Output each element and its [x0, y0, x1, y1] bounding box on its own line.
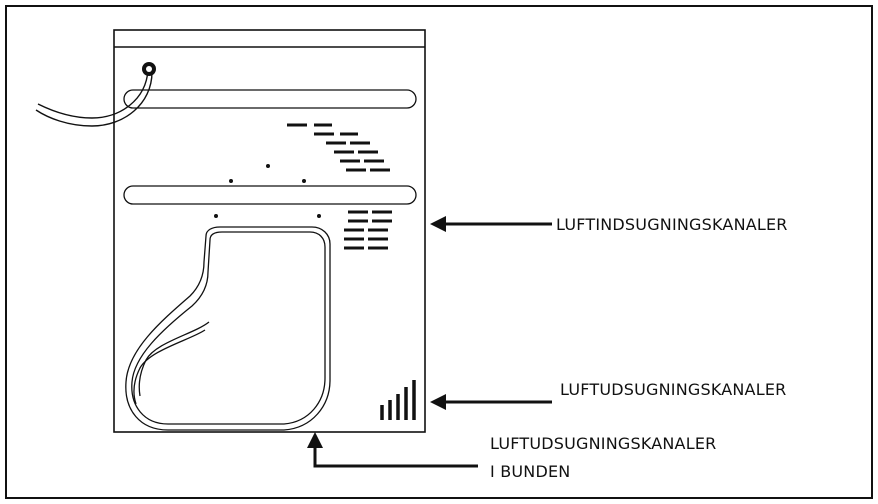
arrow-head — [307, 432, 323, 448]
screw-dot — [317, 214, 321, 218]
power-cord-line — [37, 69, 149, 119]
screw-dot — [214, 214, 218, 218]
bottom-exhaust-vents-label-line1: LUFTUDSUGNINGSKANALER — [490, 434, 716, 453]
exhaust-vent-bars — [380, 380, 416, 420]
side-exhaust-vents-label: LUFTUDSUGNINGSKANALER — [560, 380, 786, 399]
arrow-head — [430, 216, 446, 232]
diagram-frame — [5, 5, 873, 499]
arrow-head — [430, 394, 446, 410]
door-outline-mid — [131, 231, 326, 425]
door-outline-inner — [133, 329, 206, 405]
screw-dot — [229, 179, 233, 183]
arrow-shaft — [313, 446, 478, 468]
intake-vents-label: LUFTINDSUGNINGSKANALER — [556, 215, 788, 234]
upper-vent-grille — [287, 123, 390, 172]
bottom-exhaust-vents-label-line2: I BUNDEN — [490, 462, 570, 481]
door-outline-outer — [125, 226, 331, 431]
cord-socket-inner — [146, 66, 152, 72]
intake-vent-grille — [344, 210, 392, 250]
side-exhaust-arrow-icon — [430, 394, 552, 410]
middle-slot — [123, 185, 417, 205]
bottom-exhaust-arrow-icon — [307, 432, 478, 468]
screw-dot — [266, 164, 270, 168]
power-cord-line-2 — [35, 71, 153, 127]
screw-dot — [302, 179, 306, 183]
intake-arrow-icon — [430, 216, 552, 232]
screw-dots — [214, 164, 321, 218]
door-panel — [125, 226, 331, 431]
upper-slot — [123, 89, 417, 109]
door-outline-inner-2 — [138, 321, 210, 397]
power-cord — [35, 62, 156, 127]
